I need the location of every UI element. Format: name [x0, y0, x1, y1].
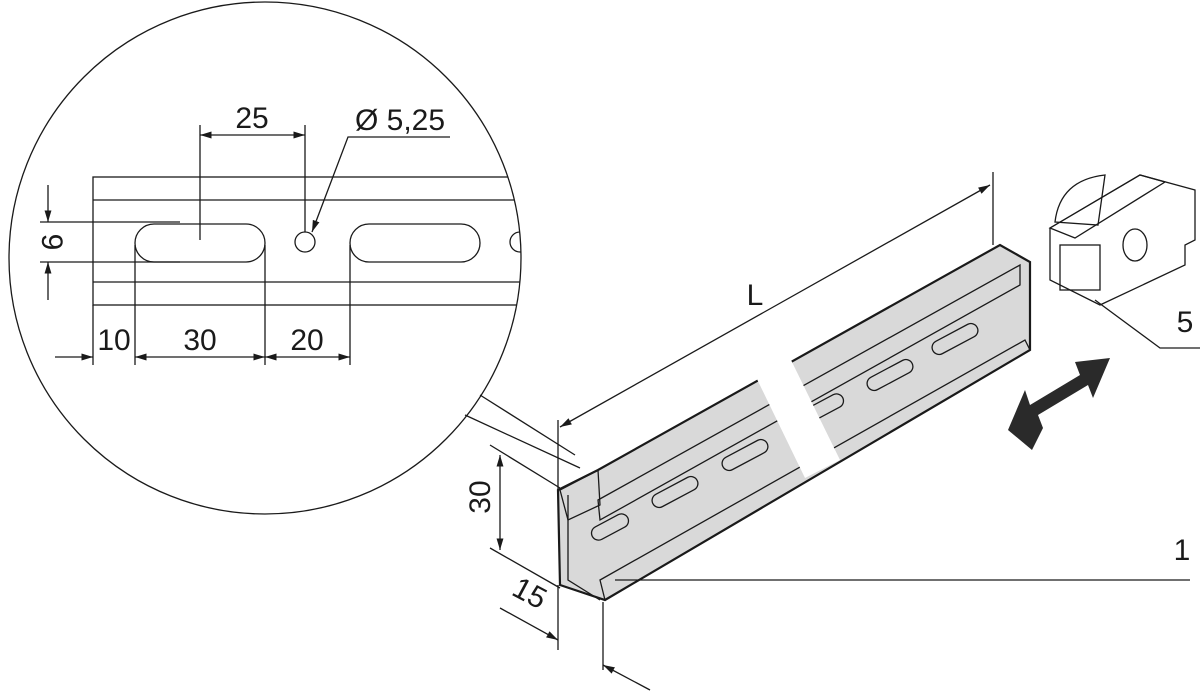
- round-hole: [294, 231, 316, 253]
- dim-hole-diameter: Ø 5,25: [355, 104, 445, 137]
- callout-rail: 1: [1174, 534, 1191, 567]
- mounting-rail: [556, 243, 1032, 602]
- slot-hole: [349, 223, 481, 263]
- dim-slot-pitch: 25: [235, 102, 268, 135]
- dim-slot-length: 30: [183, 324, 216, 357]
- dim-rail-width: 15: [507, 571, 552, 616]
- dim-rail-length: L: [747, 279, 764, 312]
- connector-part: [1048, 174, 1196, 306]
- dim-rail-height: 30: [464, 480, 497, 513]
- dim-slot-gap: 20: [290, 324, 323, 357]
- perforated-strip: [92, 176, 521, 306]
- detail-magnifier: 25 Ø 5,25 9 10 30 20: [8, 1, 522, 515]
- slide-direction-arrow-icon: [1008, 358, 1110, 450]
- dim-slot-height: 9: [35, 234, 68, 251]
- dim-edge-offset: 10: [97, 324, 130, 357]
- callout-connector: 5: [1177, 306, 1194, 339]
